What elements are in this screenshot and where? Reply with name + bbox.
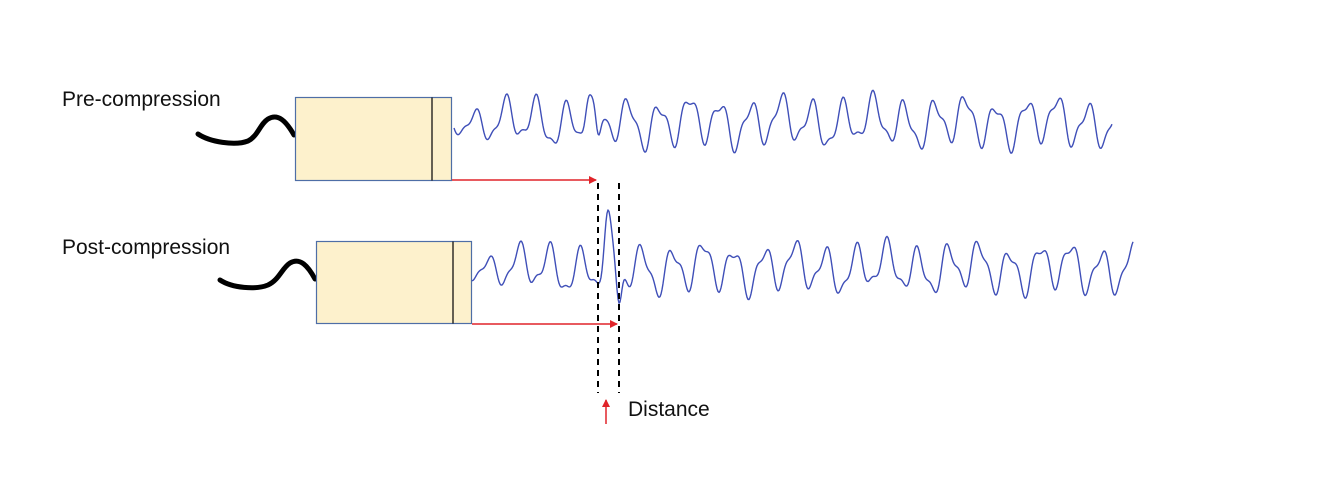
pre-compression-label: Pre-compression bbox=[62, 88, 221, 111]
post-transducer bbox=[315, 240, 473, 325]
pre-transducer-body bbox=[294, 96, 453, 182]
distance-label: Distance bbox=[628, 398, 710, 421]
pre-waveform bbox=[453, 89, 1113, 154]
post-compression-label: Post-compression bbox=[62, 236, 230, 259]
post-transducer-cable bbox=[217, 258, 318, 291]
pre-transducer bbox=[294, 96, 453, 182]
post-transducer-body bbox=[315, 240, 473, 325]
pre-transducer-cable bbox=[195, 114, 297, 146]
post-waveform bbox=[471, 209, 1134, 304]
